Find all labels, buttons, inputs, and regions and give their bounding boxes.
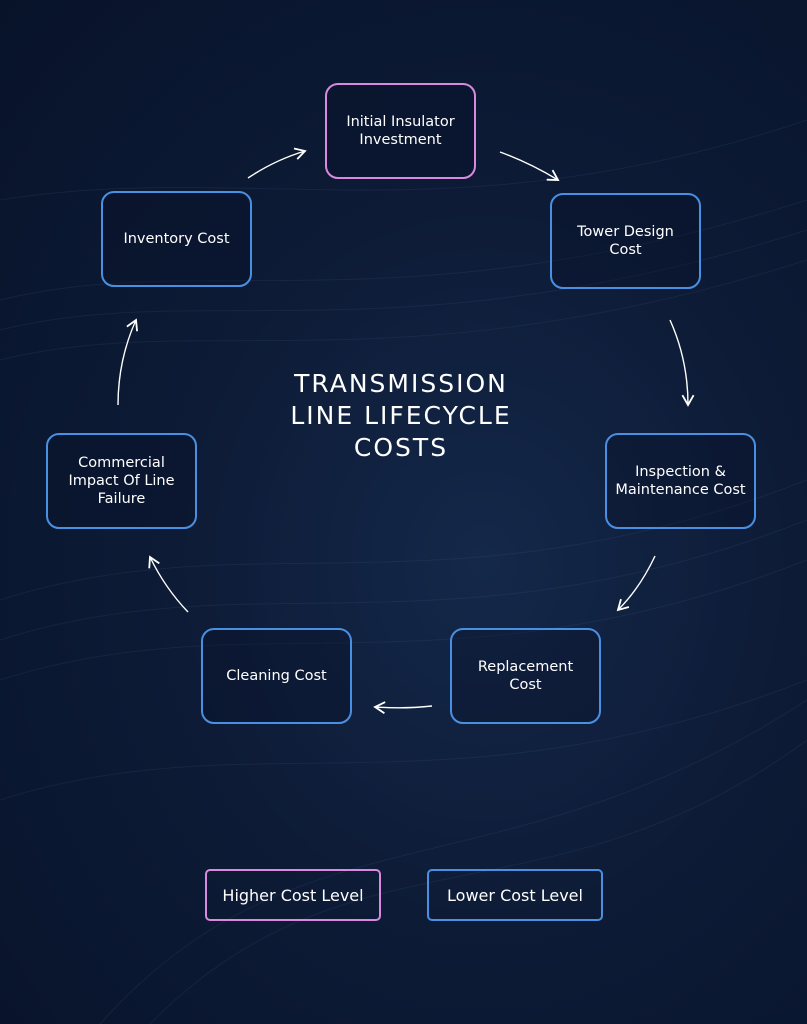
node-tower-design-cost: Tower Design Cost <box>550 193 701 289</box>
arrow-cleaning-to-commercial <box>148 555 189 613</box>
legend-label: Lower Cost Level <box>447 885 583 905</box>
node-inspection-maintenance-cost: Inspection & Maintenance Cost <box>605 433 756 529</box>
node-initial-insulator-investment: Initial Insulator Investment <box>325 83 476 179</box>
title-line: TRANSMISSION <box>294 369 508 398</box>
node-replacement-cost: Replacement Cost <box>450 628 601 724</box>
arrow-inventory-to-initial <box>247 147 307 179</box>
diagram-title: TRANSMISSION LINE LIFECYCLE COSTS <box>251 368 551 464</box>
title-line: COSTS <box>353 433 449 462</box>
node-inventory-cost: Inventory Cost <box>101 191 252 287</box>
node-label: Inspection & Maintenance Cost <box>615 464 746 498</box>
arrow-inspection-to-replacement <box>616 555 656 612</box>
node-label: Inventory Cost <box>123 231 230 247</box>
node-label: Commercial Impact Of Line Failure <box>68 455 175 507</box>
arrow-replacement-to-cleaning <box>373 701 433 714</box>
node-cleaning-cost: Cleaning Cost <box>201 628 352 724</box>
node-commercial-impact: Commercial Impact Of Line Failure <box>46 433 197 529</box>
legend-lower-cost: Lower Cost Level <box>427 869 603 921</box>
node-label: Tower Design Cost <box>577 224 674 258</box>
legend-label: Higher Cost Level <box>222 885 364 905</box>
node-label: Cleaning Cost <box>226 668 327 684</box>
arrow-tower-to-inspection <box>669 319 695 407</box>
legend-higher-cost: Higher Cost Level <box>205 869 381 921</box>
node-label: Initial Insulator Investment <box>346 114 455 148</box>
title-line: LINE LIFECYCLE <box>290 401 512 430</box>
arrow-commercial-to-inventory <box>117 318 138 406</box>
arrow-initial-to-tower <box>499 151 560 181</box>
node-label: Replacement Cost <box>477 659 574 693</box>
